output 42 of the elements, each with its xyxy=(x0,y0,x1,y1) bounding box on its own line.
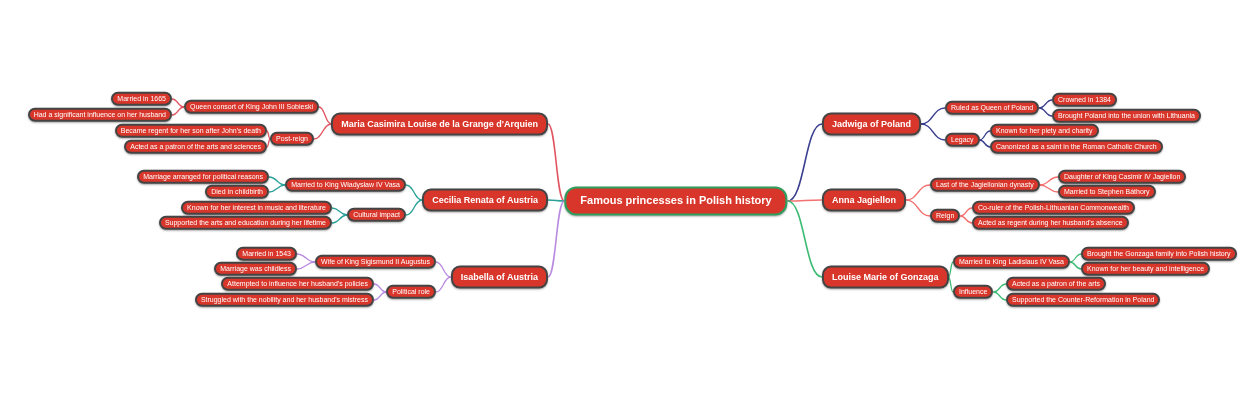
main-topic: Isabella of Austria xyxy=(450,265,548,289)
connector-line xyxy=(547,123,566,202)
connector-line xyxy=(992,283,1007,293)
connector-line xyxy=(373,291,387,301)
main-topic: Cecilia Renata of Austria xyxy=(422,188,548,212)
connector-line xyxy=(296,261,316,270)
connector-line xyxy=(296,253,316,263)
connector-line xyxy=(268,176,286,186)
connector-line xyxy=(1039,176,1059,186)
connector-line xyxy=(1069,253,1082,263)
connector-line xyxy=(905,184,931,201)
connector-line xyxy=(1038,99,1053,109)
connector-line xyxy=(786,200,823,278)
connector-line xyxy=(171,106,185,116)
connector-line xyxy=(331,214,348,224)
connector-line xyxy=(313,123,332,140)
connector-line xyxy=(947,276,954,293)
main-topic: Anna Jagiellon xyxy=(822,188,906,212)
main-topic: Maria Casimira Louise de la Grange d'Arquien xyxy=(331,112,548,136)
connector-line xyxy=(318,106,332,125)
connector-line xyxy=(405,184,423,201)
main-topic: Jadwiga of Poland xyxy=(822,112,921,136)
connector-line xyxy=(947,261,954,278)
connector-line xyxy=(1039,184,1059,193)
connector-line xyxy=(268,184,286,193)
central-topic: Famous princesses in Polish history xyxy=(564,186,788,216)
connector-line xyxy=(920,123,946,141)
connector-line xyxy=(435,276,452,293)
connector-line xyxy=(435,261,452,278)
connector-line xyxy=(405,199,423,216)
main-topic: Louise Marie of Gonzaga xyxy=(822,265,949,289)
connector-line xyxy=(992,291,1007,301)
connector-line xyxy=(547,199,566,202)
connector-line xyxy=(959,207,973,217)
connector-line xyxy=(959,215,973,224)
connector-line xyxy=(1038,107,1053,117)
connector-line xyxy=(547,200,566,278)
connector-line xyxy=(920,107,946,125)
connector-line xyxy=(905,199,931,217)
connector-line xyxy=(786,199,823,202)
connector-line xyxy=(1069,261,1082,270)
connector-line xyxy=(978,139,991,148)
